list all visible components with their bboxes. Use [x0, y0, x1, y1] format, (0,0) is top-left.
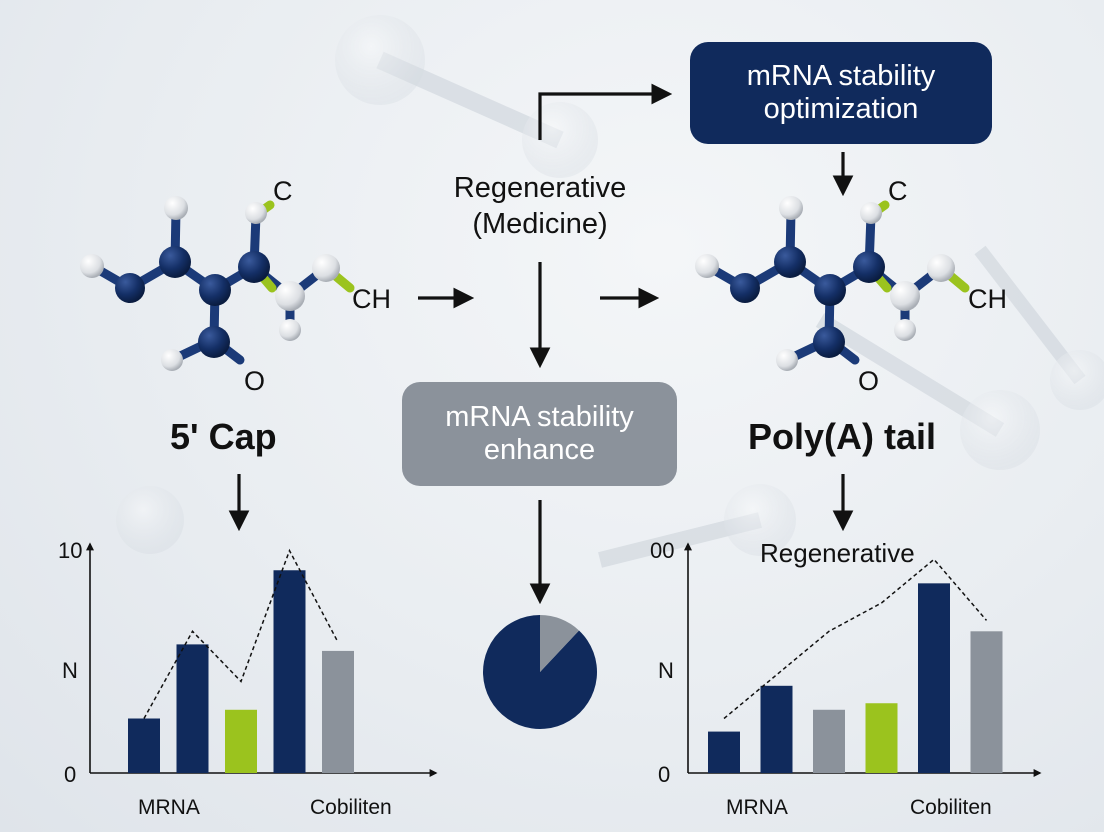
left-chart-bar-1 [128, 718, 160, 773]
left-chart-bar-2 [176, 644, 209, 773]
right-atom-ch: CH [968, 284, 1007, 314]
left-chart-xtick-1: MRNA [138, 796, 200, 819]
flow-arrows [228, 83, 854, 605]
right-chart-title: Regenerative [760, 538, 915, 568]
right-chart-bar-4 [865, 703, 898, 773]
enhance-box: mRNA stability enhance [402, 382, 677, 486]
right-chart-xtick-2: Cobiliten [910, 796, 992, 819]
enhance-box-line1: mRNA stability [445, 401, 634, 433]
left-chart-bar-5 [322, 650, 354, 773]
left-atom-o: O [244, 366, 266, 396]
optimization-box-line1: mRNA stability [746, 60, 936, 92]
enhance-box-line2: enhance [483, 434, 596, 466]
left-chart-trend-line [143, 548, 339, 719]
left-molecule-caption: 5' Cap [170, 416, 277, 457]
optimization-box-line2: optimization [763, 93, 919, 125]
center-label-line2: (Medicine) [472, 208, 608, 240]
left-chart-bar-4 [273, 570, 306, 773]
right-molecule-caption: Poly(A) tail [748, 416, 937, 457]
right-chart-bar-5 [918, 583, 950, 773]
left-atom-ch: CH [352, 284, 391, 314]
right-chart-bar-6 [970, 631, 1003, 773]
left-molecule [80, 196, 355, 371]
right-chart-ytick-zero: 0 [658, 762, 671, 787]
left-chart-ytick-zero: 0 [64, 762, 77, 787]
right-chart-xtick-1: MRNA [726, 796, 788, 819]
pie-chart [483, 615, 597, 730]
left-chart-xtick-2: Cobiliten [310, 796, 392, 819]
right-chart-bars [708, 583, 1003, 773]
arrow-to-optimization [538, 83, 673, 140]
background-molecule-decoration [116, 15, 1104, 568]
pie-slice-2 [540, 615, 580, 672]
right-chart-bar-3 [813, 709, 845, 773]
left-chart-ytick-top: 10 [58, 538, 83, 563]
right-chart-ytick-mid: N [658, 658, 674, 683]
right-atom-o: O [858, 366, 880, 396]
right-atom-c: C [888, 176, 908, 206]
right-molecule [695, 196, 970, 371]
right-chart-trend-line [723, 558, 988, 720]
left-chart-bars [128, 570, 354, 773]
left-chart-bar-3 [225, 709, 257, 773]
right-chart-bar-1 [708, 731, 740, 773]
right-chart-ytick-top: 00 [650, 538, 675, 563]
center-label: Regenerative (Medicine) [420, 170, 660, 242]
center-label-line1: Regenerative [453, 172, 627, 204]
optimization-box: mRNA stability optimization [690, 42, 992, 144]
left-atom-c: C [273, 176, 293, 206]
right-chart-bar-2 [760, 685, 793, 773]
left-chart-ytick-mid: N [62, 658, 78, 683]
